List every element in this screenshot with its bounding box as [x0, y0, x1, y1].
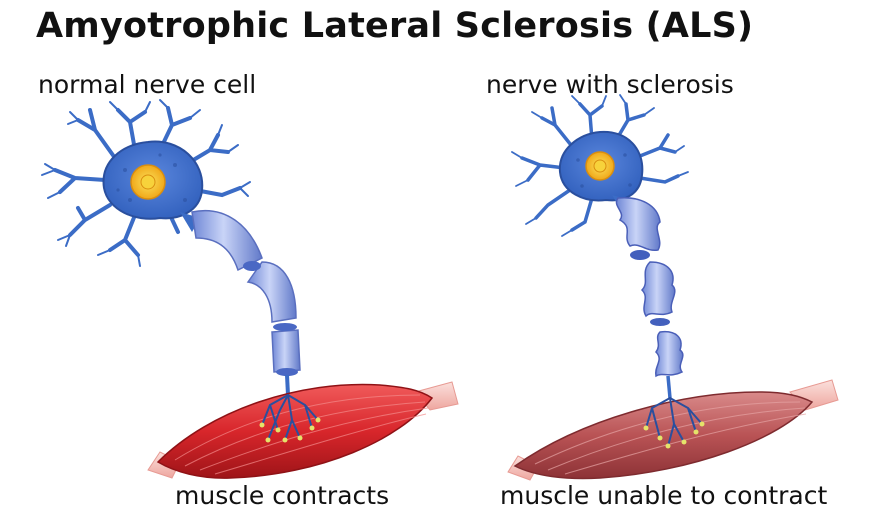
diagram-title: Amyotrophic Lateral Sclerosis (ALS): [36, 6, 754, 46]
sclerotic-neuron: [511, 94, 689, 399]
weak-muscle: [507, 379, 839, 481]
contracting-muscle: [147, 381, 459, 479]
muscle-contracts-label: muscle contracts: [175, 481, 390, 510]
normal-nerve-caption: normal nerve cell: [38, 70, 257, 99]
normal-neuron: [41, 99, 301, 396]
sclerosis-nerve-caption: nerve with sclerosis: [486, 70, 734, 99]
muscle-unable-label: muscle unable to contract: [500, 481, 828, 510]
